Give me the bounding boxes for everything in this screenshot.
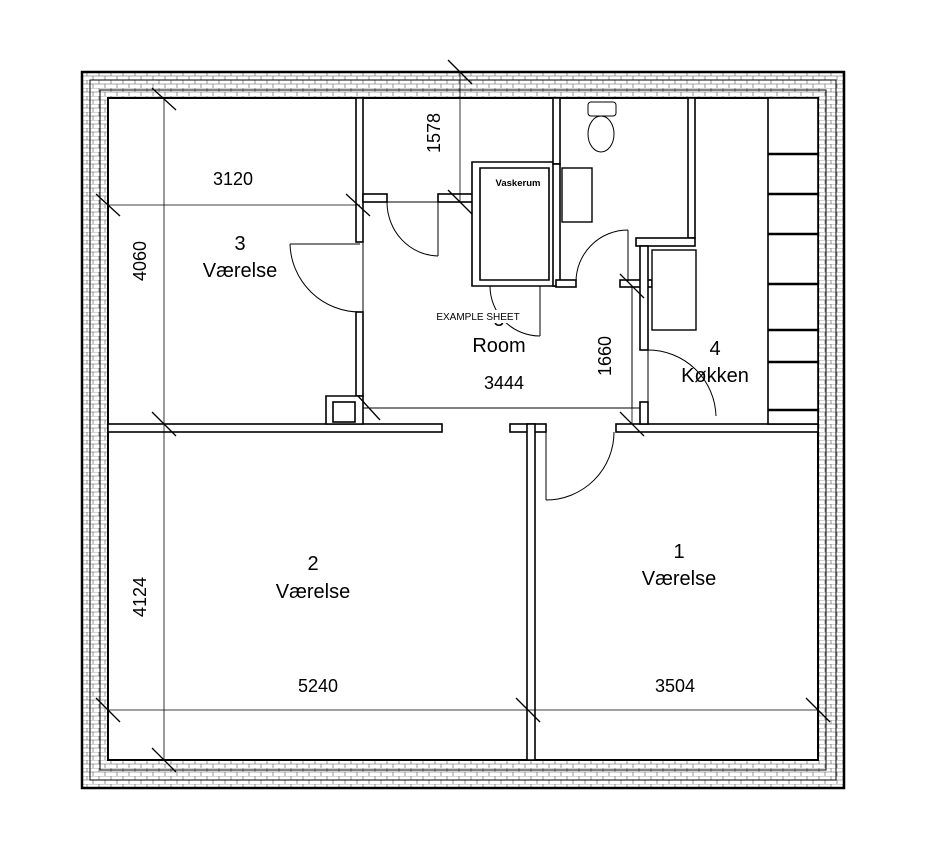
wall-bath-vertical <box>552 97 561 165</box>
wall-kitchen-left-low <box>639 401 649 425</box>
kitchen-shelves <box>768 152 818 412</box>
dimension-lines <box>108 72 818 760</box>
dim-bath-height: 1578 <box>424 113 444 153</box>
dimension-values: 3120 4060 1578 3444 1660 4124 5240 3504 <box>130 113 695 696</box>
wall-horizontal-far-right <box>615 423 819 433</box>
door-wc <box>575 229 629 283</box>
toilet-icon <box>587 101 617 153</box>
kitchen-shelf-strip <box>767 97 819 425</box>
wall-room3-right-bottom <box>355 311 364 397</box>
wall-kitchen-left-top <box>687 97 696 239</box>
doors <box>289 196 717 501</box>
wall-bath-bottom-left <box>362 193 388 203</box>
fixtures <box>561 101 818 412</box>
room3-name: Værelse <box>203 260 277 282</box>
wall-vertical-lower <box>526 423 536 761</box>
room2-number: 2 <box>307 553 318 575</box>
wall-horizontal-left <box>107 423 443 433</box>
utility-label: Vaskerum <box>496 178 541 189</box>
door-bath <box>386 201 439 257</box>
door-room1 <box>545 431 615 501</box>
door-kitchen <box>647 349 717 417</box>
room5-name: Room <box>472 335 525 357</box>
room1-number: 1 <box>673 541 684 563</box>
kitchen-counter <box>651 249 697 331</box>
closet-box <box>332 401 356 423</box>
dim-room2-width: 5240 <box>298 676 338 696</box>
dim-room1-width: 3504 <box>655 676 695 696</box>
room4-name: Køkken <box>681 365 749 387</box>
room4-number: 4 <box>709 338 720 360</box>
watermark-bg <box>430 310 526 323</box>
room1-name: Værelse <box>642 568 716 590</box>
door-room3 <box>289 243 361 313</box>
dim-room3-width: 3120 <box>213 169 253 189</box>
wall-room3-right-top <box>355 97 364 243</box>
dim-room5-height: 1660 <box>595 336 615 376</box>
dim-room3-height: 4060 <box>130 241 150 281</box>
dimension-ticks <box>95 59 831 773</box>
dim-room5-width: 3444 <box>484 373 524 393</box>
interior-walls <box>107 97 819 761</box>
watermark-text: EXAMPLE SHEET <box>436 312 519 323</box>
wall-kitchen-step <box>635 237 696 247</box>
washing-machine <box>561 167 593 223</box>
room3-number: 3 <box>234 233 245 255</box>
dim-room2-height: 4124 <box>130 577 150 617</box>
room2-name: Værelse <box>276 581 350 603</box>
wall-wc-bottom <box>555 279 577 288</box>
wall-wc-vertical <box>552 163 561 287</box>
